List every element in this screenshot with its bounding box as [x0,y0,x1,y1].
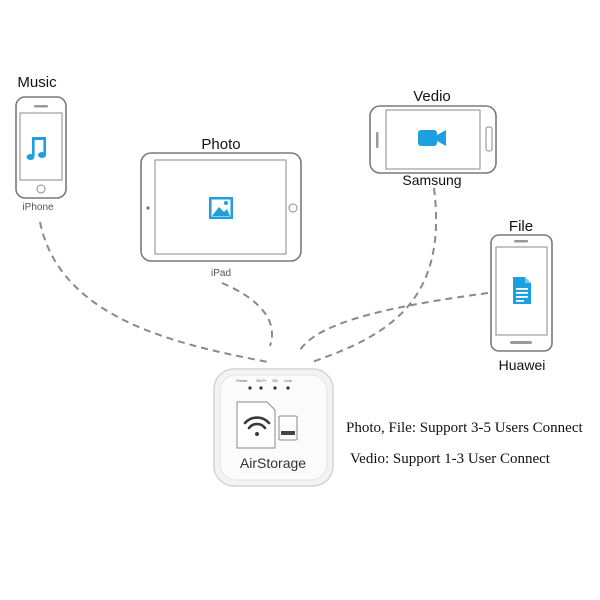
link-ipad [221,282,273,347]
wifi-icon [243,416,271,436]
indicator-wifi-label: Wi-Fi [256,378,266,383]
music-note-icon [26,137,46,160]
indicator-leds [248,386,290,390]
airstorage-hub [213,368,334,487]
huawei-device [490,234,553,352]
samsung-model: Samsung [402,172,462,188]
samsung-title: Vedio [413,88,451,105]
link-huawei [299,292,489,351]
link-samsung [311,187,438,363]
iphone-model: iPhone [22,202,54,213]
indicator-power-label: Power [236,378,248,383]
iphone-device [15,96,67,199]
connection-lines [39,187,489,363]
ipad-model: iPad [210,268,232,279]
document-icon [513,277,531,304]
note-photo-file: Photo, File: Support 3-5 Users Connect [346,420,583,436]
note-vedio: Vedio: Support 1-3 User Connect [350,451,550,467]
image-icon [209,197,233,219]
indicator-link-label: Link [284,378,292,383]
iphone-title: Music [17,74,57,91]
indicator-sd-label: SD [272,378,278,383]
ipad-device [140,152,302,262]
samsung-device [369,105,497,174]
huawei-title: File [508,218,534,235]
huawei-model: Huawei [498,357,546,373]
ipad-title: Photo [201,136,241,153]
hub-label: AirStorage [239,455,307,471]
link-iphone [39,221,269,363]
video-camera-icon [418,130,446,146]
indicator-captions: Power Wi-Fi SD Link [236,378,308,386]
